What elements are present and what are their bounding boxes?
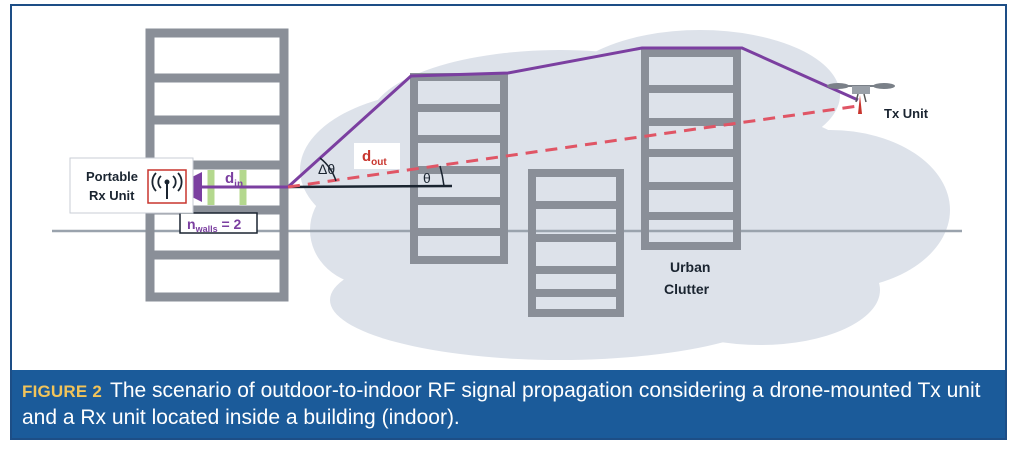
delta-theta-arc — [319, 157, 337, 182]
drone-icon — [827, 83, 895, 114]
figure-label: FIGURE 2 — [22, 382, 103, 401]
d-in-label: din — [225, 170, 243, 190]
urban-clutter-cloud — [300, 30, 950, 360]
urban-clutter-label-line2: Clutter — [664, 281, 710, 297]
delta-theta-label: Δθ — [318, 161, 335, 177]
urban-clutter-label-line1: Urban — [670, 259, 710, 275]
rx-label-line2: Rx Unit — [89, 188, 135, 203]
d-out-label-box — [354, 143, 400, 169]
clutter-building-2 — [528, 169, 624, 317]
tx-label: Tx Unit — [884, 106, 929, 121]
clutter-building-3 — [641, 49, 741, 250]
rx-label-line1: Portable — [86, 169, 138, 184]
propagation-diagram: Δθ θ dout din nwalls = 2 Portable Rx Uni… — [52, 28, 962, 360]
d-out-label: dout — [362, 148, 387, 168]
theta-label: θ — [423, 170, 431, 186]
nwalls-label: nwalls = 2 — [187, 216, 242, 234]
theta-arc — [439, 165, 445, 187]
caption-text: The scenario of outdoor-to-indoor RF sig… — [22, 379, 981, 429]
rx-antenna-icon — [147, 169, 187, 204]
horizontal-reference-line — [287, 184, 453, 189]
line-of-sight — [287, 104, 859, 189]
propagation-path — [286, 46, 859, 189]
nwalls-box — [179, 212, 258, 234]
